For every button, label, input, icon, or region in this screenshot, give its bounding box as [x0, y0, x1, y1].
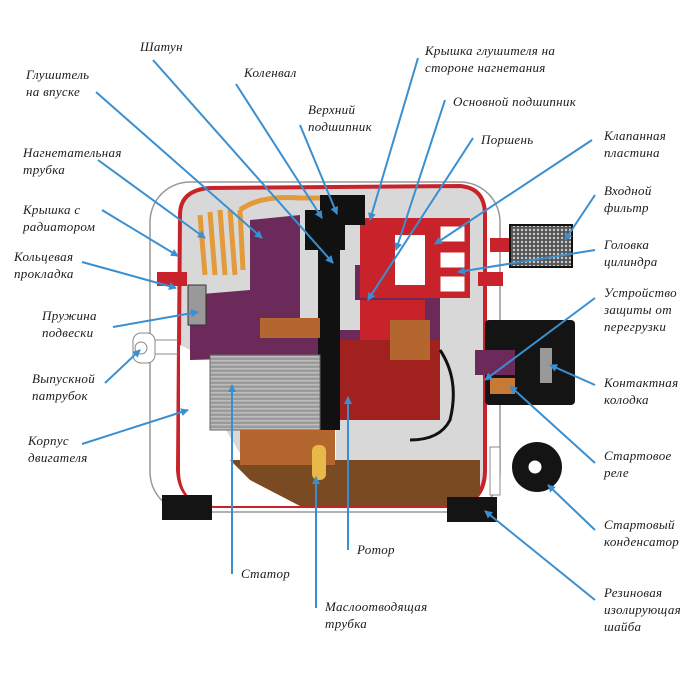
label-cover-with-radiator: Крышка с радиатором: [23, 202, 96, 234]
leader-vkhodnoy: [564, 194, 596, 241]
label-start-relay: Стартовое реле: [604, 448, 672, 480]
leader-kolenval: [235, 83, 323, 219]
leader-kryshka-rad: [101, 209, 179, 257]
leader-korpus: [81, 408, 189, 445]
label-upper-bearing: Верхний подшипник: [308, 102, 372, 134]
crankshaft: [305, 195, 365, 460]
label-suction-muffler: Глушитель на впуске: [26, 67, 90, 99]
label-rubber-isolating-washer: Резиновая изолирующая шайба: [604, 585, 681, 634]
leader-startovoe: [509, 385, 596, 464]
oil-pickup-tube: [312, 445, 326, 480]
leader-kontaktnaya: [549, 364, 596, 386]
leader-osnovnoy: [394, 99, 446, 251]
leader-ustroystvo: [484, 297, 596, 381]
label-rotor: Ротор: [357, 542, 395, 557]
oil-sump: [230, 460, 480, 506]
inlet-filter: [490, 224, 573, 268]
label-piston: Поршень: [481, 132, 534, 147]
rotor: [340, 320, 440, 420]
label-valve-plate: Клапанная пластина: [604, 128, 667, 160]
label-start-capacitor: Стартовый конденсатор: [604, 517, 680, 549]
label-inlet-filter: Входной фильтр: [604, 183, 652, 215]
rubber-foot-right: [447, 497, 497, 522]
leader-glushitel: [95, 91, 263, 239]
label-suspension-spring: Пружина подвески: [42, 308, 97, 340]
rubber-foot-left: [162, 495, 212, 520]
leader-startovy: [547, 484, 596, 531]
label-discharge-muffler-cover: Крышка глушителя на стороне нагнетания: [425, 43, 556, 75]
label-stator: Статор: [241, 566, 291, 581]
label-overload-protector: Устройство защиты от перегрузки: [604, 285, 677, 334]
label-main-bearing: Основной подшипник: [453, 94, 577, 109]
leader-vypusknoy: [104, 349, 141, 384]
leader-kryshka-glush: [368, 57, 419, 221]
label-cylinder-head: Головка цилиндра: [604, 237, 658, 269]
label-ring-gasket: Кольцевая прокладка: [14, 249, 74, 281]
leader-klapannaya: [434, 139, 593, 245]
leader-shatun: [152, 59, 334, 264]
label-oil-pickup-tube: Маслоотводящая трубка: [325, 599, 428, 631]
leader-golovka: [457, 249, 596, 275]
leader-koltsevaya: [81, 261, 177, 290]
label-motor-housing: Корпус двигателя: [28, 433, 88, 465]
label-discharge-fitting: Выпускной патрубок: [32, 371, 96, 403]
label-crankshaft: Коленвал: [244, 65, 297, 80]
leader-nagnet: [97, 159, 206, 239]
label-terminal-block: Контактная колодка: [604, 375, 679, 407]
label-connecting-rod: Шатун: [140, 39, 183, 54]
leader-verkhniy: [299, 124, 339, 215]
suspension-spring: [187, 284, 207, 326]
start-capacitor: [489, 442, 562, 496]
leader-pruzhina: [112, 309, 199, 328]
label-discharge-tube: Нагнетательная трубка: [23, 145, 122, 177]
terminal-box: [475, 320, 575, 405]
leader-rezinovaya: [484, 510, 596, 601]
discharge-coil: [197, 195, 360, 276]
leader-lines: [81, 57, 596, 608]
leader-porshen: [367, 137, 474, 301]
wire: [409, 349, 455, 442]
